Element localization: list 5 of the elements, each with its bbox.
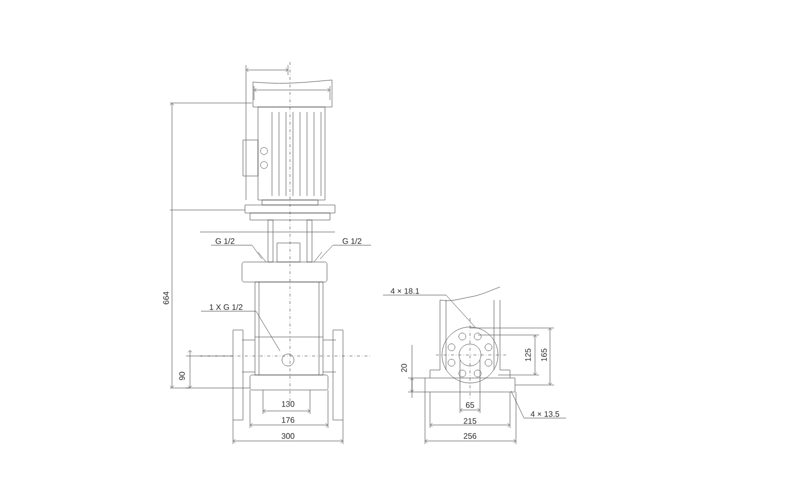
leader-line	[210, 244, 262, 260]
leader-line	[200, 310, 280, 352]
leader-line	[382, 294, 476, 328]
leader-line	[510, 390, 566, 418]
leader-line	[320, 244, 372, 260]
